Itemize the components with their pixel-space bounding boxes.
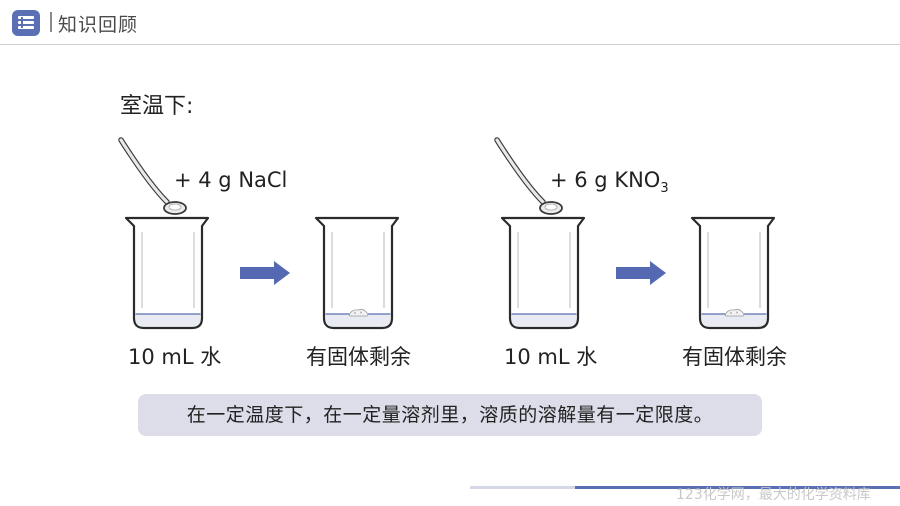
additive-label-2: + 6 g KNO3 [550,168,669,197]
footer-rule-accent [575,486,900,489]
result-label-1: 有固体剩余 [306,345,411,369]
water-label-1: 10 mL 水 [128,345,222,369]
conclusion-box: 在一定温度下，在一定量溶剂里，溶质的溶解量有一定限度。 [138,394,762,436]
header-divider [50,12,52,32]
page-title: 知识回顾 [58,14,139,36]
beaker-water-1 [124,216,210,330]
book-stack-icon [12,10,40,36]
footer-rule-light [470,486,580,489]
result-label-2: 有固体剩余 [682,345,787,369]
header-rule [0,44,900,45]
condition-label: 室温下: [120,94,194,119]
watermark: 123化学网，最大的化学资料库 [676,487,871,503]
header: 知识回顾 [0,0,900,46]
water-label-2: 10 mL 水 [504,345,598,369]
arrow-icon [240,261,290,285]
beaker-water-2 [500,216,586,330]
additive-label-1: + 4 g NaCl [174,168,288,192]
arrow-icon [616,261,666,285]
